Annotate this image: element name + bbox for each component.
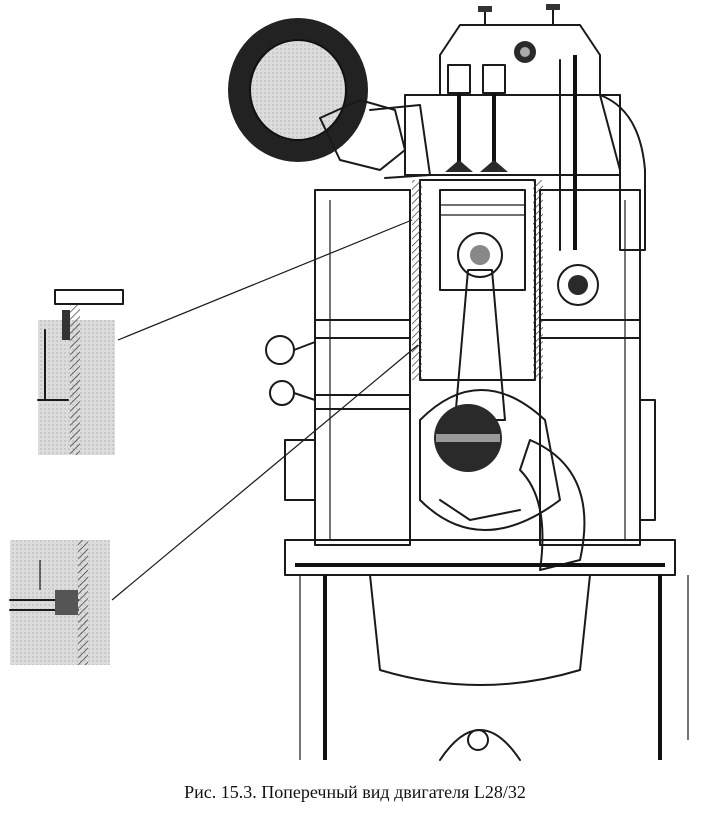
detail-inset-lower [9, 540, 110, 665]
air-intake-filter [228, 18, 431, 179]
crankshaft [419, 389, 586, 571]
figure-caption: Рис. 15.3. Поперечный вид двигателя L28/… [184, 782, 526, 802]
camshaft [557, 264, 599, 306]
engine-block [284, 189, 656, 546]
side-plugs [265, 335, 316, 406]
cylinder-and-piston [412, 179, 543, 421]
base-frame [284, 539, 689, 761]
leader-lines [111, 219, 419, 601]
engine-cross-section-diagram [9, 4, 689, 761]
detail-inset-upper [37, 289, 124, 455]
cylinder-head [404, 55, 646, 251]
